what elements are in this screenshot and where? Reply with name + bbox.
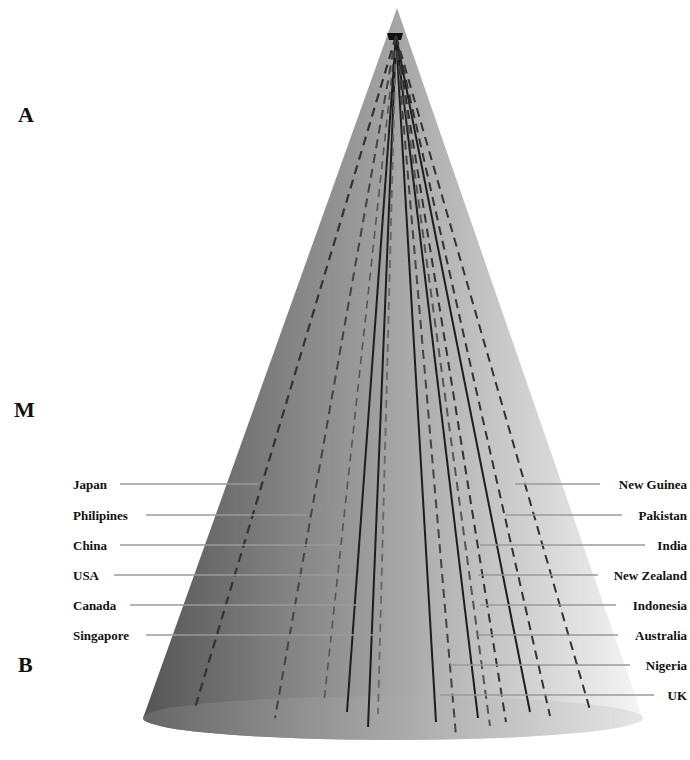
country-label: Canada: [73, 599, 116, 612]
cone-lines: [195, 36, 590, 736]
country-label: India: [657, 539, 687, 552]
cone-body: [143, 8, 643, 740]
leader-lines: [114, 484, 654, 695]
zone-letter: B: [18, 654, 33, 676]
country-label: UK: [668, 689, 688, 702]
country-label: Nigeria: [646, 659, 687, 672]
country-label: Pakistan: [639, 509, 687, 522]
country-label: New Zealand: [614, 569, 687, 582]
country-label: Singapore: [73, 629, 129, 642]
country-label: USA: [73, 569, 99, 582]
country-label: Indonesia: [633, 599, 687, 612]
country-label: New Guinea: [619, 478, 687, 491]
country-label: China: [73, 539, 107, 552]
zone-letter: M: [14, 399, 35, 421]
cone-base: [143, 696, 643, 740]
country-label: Australia: [635, 629, 687, 642]
country-label: Philipines: [73, 509, 128, 522]
country-label: Japan: [73, 478, 107, 491]
zone-letter: A: [18, 104, 34, 126]
